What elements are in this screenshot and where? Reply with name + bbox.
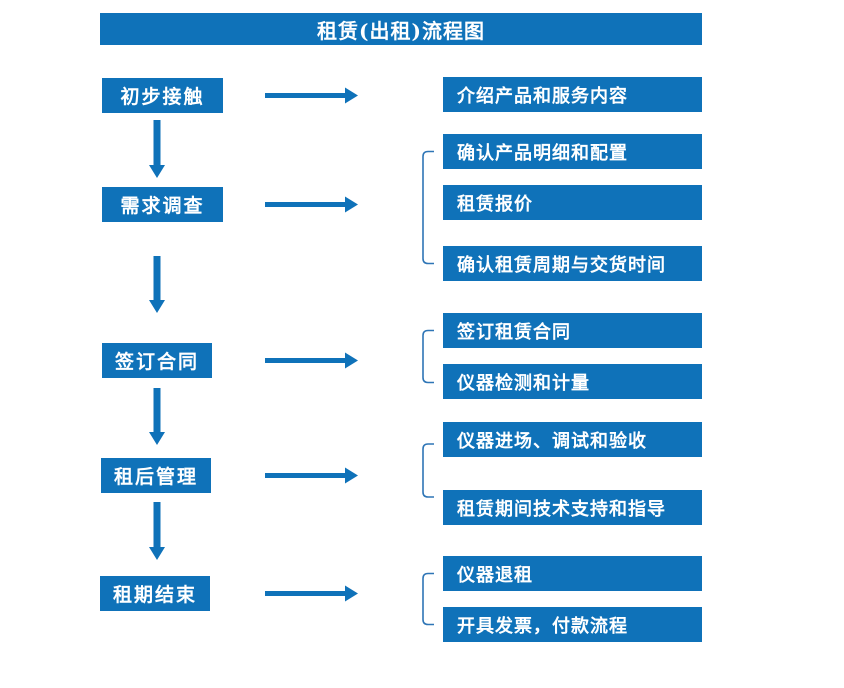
detail-box-instrument-return: 仪器退租 xyxy=(443,556,702,591)
detail-box-tech-support: 租赁期间技术支持和指导 xyxy=(443,490,702,525)
arrow-right-1 xyxy=(265,87,358,104)
stage-box-demand-survey: 需求调查 xyxy=(102,187,223,222)
arrow-right-2 xyxy=(265,196,358,213)
stage-box-post-rental-mgmt: 租后管理 xyxy=(101,458,211,493)
bracket-demand-survey-group xyxy=(422,150,434,265)
stage-box-rental-end: 租期结束 xyxy=(100,576,210,611)
detail-box-confirm-period: 确认租赁周期与交货时间 xyxy=(443,246,702,281)
bracket-rental-end-group xyxy=(422,572,434,626)
bracket-post-rental-group xyxy=(422,443,434,498)
detail-box-intro-products: 介绍产品和服务内容 xyxy=(443,77,702,112)
detail-box-sign-rental-contract: 签订租赁合同 xyxy=(443,313,702,348)
detail-box-rental-quote: 租赁报价 xyxy=(443,185,702,220)
detail-box-instrument-setup: 仪器进场、调试和验收 xyxy=(443,422,702,457)
arrow-down-1 xyxy=(149,120,165,178)
detail-box-invoice-payment: 开具发票，付款流程 xyxy=(443,607,702,642)
bracket-sign-contract-group xyxy=(422,329,434,384)
arrow-right-5 xyxy=(265,585,358,602)
detail-box-confirm-config: 确认产品明细和配置 xyxy=(443,134,702,169)
detail-box-instrument-check: 仪器检测和计量 xyxy=(443,364,702,399)
arrow-right-4 xyxy=(265,467,358,484)
stage-box-initial-contact: 初步接触 xyxy=(102,78,223,113)
arrow-down-4 xyxy=(149,502,165,560)
arrow-down-3 xyxy=(149,388,165,445)
stage-box-sign-contract: 签订合同 xyxy=(102,343,212,378)
arrow-down-2 xyxy=(149,256,165,313)
arrow-right-3 xyxy=(265,352,358,369)
flowchart-title: 租赁(出租)流程图 xyxy=(100,13,702,45)
